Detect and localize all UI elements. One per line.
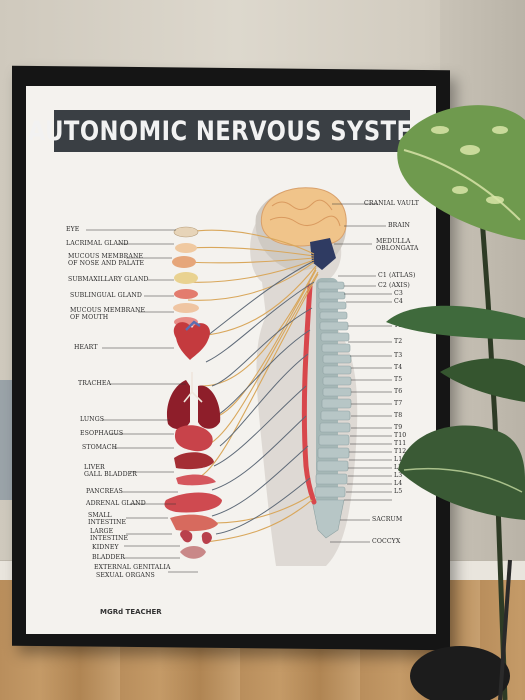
label-large: LARGE bbox=[90, 528, 114, 535]
spinal-column bbox=[301, 278, 352, 539]
label-l2: L2 bbox=[394, 464, 403, 471]
label-mucous-membrane-nose: MUCOUS MEMBRANE bbox=[68, 253, 144, 260]
label-t10: T10 bbox=[394, 432, 407, 439]
label-nose-and-palate: OF NOSE AND PALATE bbox=[68, 260, 145, 267]
right-leader-lines bbox=[330, 203, 392, 543]
label-t9: T9 bbox=[394, 424, 403, 431]
label-c2: C2 (Axis) bbox=[378, 282, 410, 289]
label-t6: T6 bbox=[394, 388, 403, 395]
brain-folds bbox=[269, 199, 341, 227]
heart bbox=[173, 322, 211, 360]
stomach bbox=[174, 425, 213, 452]
label-pancreas: PANCREAS bbox=[86, 488, 123, 495]
label-t12: T12 bbox=[394, 448, 407, 455]
label-liver: LIVER bbox=[84, 464, 105, 471]
label-oblongata: OBLONGATA bbox=[376, 245, 419, 252]
nervous-system-diagram bbox=[86, 187, 392, 573]
pancreas bbox=[176, 474, 216, 486]
label-coccyx: COCCYX bbox=[372, 538, 401, 545]
label-l3: L3 bbox=[394, 472, 403, 479]
label-medulla: MEDULLA bbox=[376, 238, 411, 245]
label-small: SMALL bbox=[88, 512, 112, 519]
large-intestine bbox=[170, 514, 218, 532]
label-l4: L4 bbox=[394, 480, 403, 487]
label-stomach: STOMACH bbox=[82, 444, 118, 451]
spinal-cord bbox=[301, 283, 317, 505]
label-gall-bladder: GALL BLADDER bbox=[84, 471, 138, 478]
poster-title: AUTONOMIC NERVOUS SYSTEM bbox=[28, 115, 436, 147]
label-t8: T8 bbox=[394, 412, 403, 419]
liver bbox=[174, 452, 214, 470]
label-sacrum: SACRUM bbox=[372, 516, 403, 523]
label-t4: T4 bbox=[394, 364, 403, 371]
label-c1: C1 (Atlas) bbox=[378, 272, 416, 279]
label-t3: T3 bbox=[394, 352, 403, 359]
label-t11: T11 bbox=[394, 440, 407, 447]
medulla-oblongata bbox=[310, 238, 336, 270]
wall-corner bbox=[440, 0, 525, 640]
publisher-logo: MGRd TEACHER bbox=[100, 608, 162, 616]
label-submaxillary-gland: SUBMAXILLARY GLAND bbox=[68, 276, 149, 283]
label-l1: L1 bbox=[394, 456, 403, 463]
label-heart: HEART bbox=[74, 344, 98, 351]
label-of-mouth: OF MOUTH bbox=[70, 314, 109, 321]
sympathetic-nerves bbox=[195, 261, 315, 535]
label-sexual-organs: SEXUAL ORGANS bbox=[96, 572, 155, 579]
label-t5: T5 bbox=[394, 376, 403, 383]
label-lungs: LUNGS bbox=[80, 416, 105, 423]
label-t2: T2 bbox=[394, 338, 403, 345]
bladder bbox=[180, 546, 206, 559]
label-eye: EYE bbox=[66, 226, 80, 233]
kidney bbox=[180, 530, 212, 544]
label-external-genitalia: EXTERNAL GENITALIA bbox=[94, 564, 171, 571]
label-kidney: KIDNEY bbox=[92, 544, 119, 551]
lungs bbox=[166, 380, 221, 430]
label-t7: T7 bbox=[394, 400, 403, 407]
label-lacrimal-gland: LACRIMAL GLAND bbox=[66, 240, 129, 247]
label-l5: L5 bbox=[394, 488, 403, 495]
head-glands bbox=[172, 226, 199, 327]
label-large-intestine: INTESTINE bbox=[90, 535, 129, 542]
label-bladder: BLADDER bbox=[92, 554, 125, 561]
label-cranial-vault: CRANIAL VAULT bbox=[364, 200, 420, 207]
label-adrenal-gland: ADRENAL GLAND bbox=[86, 500, 146, 507]
small-intestine bbox=[164, 492, 222, 513]
label-brain: BRAIN bbox=[388, 222, 411, 229]
title-bar: AUTONOMIC NERVOUS SYSTEM bbox=[28, 110, 435, 152]
label-t1: T1 bbox=[394, 322, 403, 329]
label-sublingual-gland: SUBLINGUAL GLAND bbox=[70, 292, 142, 299]
label-c3: C3 bbox=[394, 290, 403, 297]
label-mucous-membrane-mouth: MUCOUS MEMBRANE bbox=[70, 307, 146, 314]
label-c4: C4 bbox=[394, 298, 403, 305]
poster: AUTONOMIC NERVOUS SYSTEM bbox=[26, 86, 436, 634]
label-trachea: TRACHEA bbox=[78, 380, 112, 387]
label-small-intestine: INTESTINE bbox=[88, 519, 127, 526]
label-esophagus: ESOPHAGUS bbox=[80, 430, 124, 437]
left-leader-lines bbox=[86, 229, 198, 573]
